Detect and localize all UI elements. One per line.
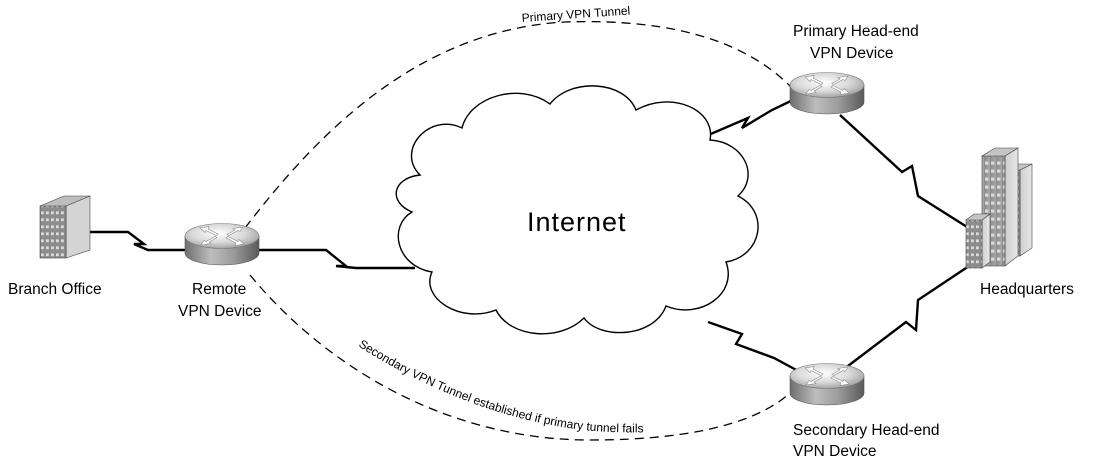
primary-headend-router-icon — [789, 72, 865, 115]
primary-headend-label-line1: Primary Head-end — [793, 23, 919, 40]
branch-office-label: Branch Office — [8, 281, 102, 298]
primary-tunnel-path — [244, 20, 793, 229]
branch-office-building-icon — [39, 195, 91, 259]
secondary-headend-label-line2: VPN Device — [793, 443, 877, 460]
secondary-tunnel-label: Secondary VPN Tunnel established if prim… — [356, 337, 643, 436]
secondary-to-hq-link — [839, 261, 976, 373]
secondary-tunnel-label-text: Secondary VPN Tunnel established if prim… — [356, 337, 643, 436]
secondary-headend-router-icon — [789, 363, 865, 406]
headquarters-building-icon — [965, 147, 1033, 269]
internet-cloud: Internet — [395, 85, 759, 335]
secondary-headend-label-line1: Secondary Head-end — [793, 422, 940, 439]
remote-vpn-router-icon — [184, 223, 260, 266]
remote-device-label-line1: Remote — [192, 281, 246, 298]
internet-to-primary-link — [705, 96, 798, 138]
primary-to-hq-link — [839, 114, 976, 234]
primary-headend-label-line2: VPN Device — [810, 45, 894, 62]
headquarters-label: Headquarters — [980, 281, 1074, 298]
remote-to-internet-link — [256, 248, 415, 270]
secondary-tunnel-path — [249, 274, 791, 441]
branch-to-remote-link — [90, 230, 186, 252]
internet-label: Internet — [527, 207, 627, 237]
remote-device-label-line2: VPN Device — [178, 303, 262, 320]
internet-to-secondary-link — [707, 320, 801, 374]
